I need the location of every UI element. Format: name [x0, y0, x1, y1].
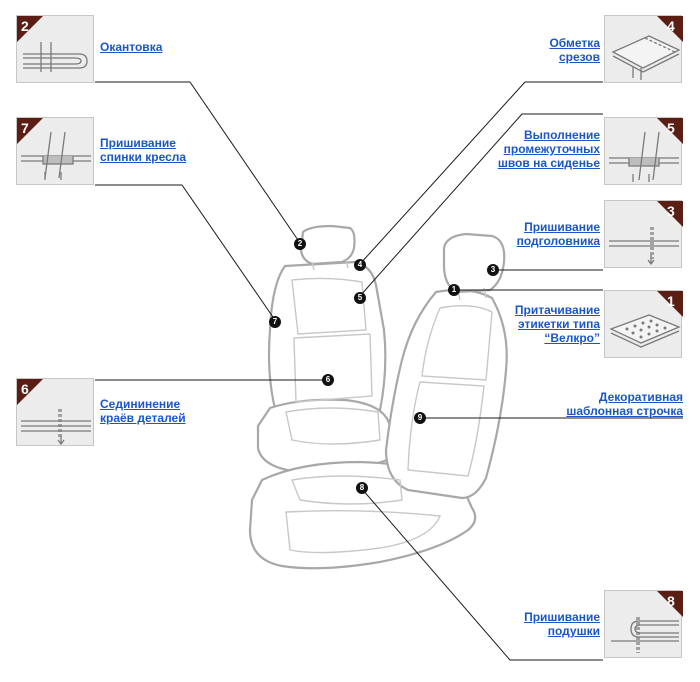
leader-5 — [359, 113, 603, 297]
card-number: 1 — [667, 293, 675, 309]
label-velcro-label[interactable]: Притачивание этикетки типа “Велкро” — [514, 303, 600, 345]
card-number: 5 — [667, 120, 675, 136]
label-edge-binding[interactable]: Окантовка — [100, 40, 163, 54]
marker-9: 9 — [414, 412, 426, 424]
card-number: 6 — [21, 381, 29, 397]
cushion-sewing-icon — [611, 617, 679, 653]
label-headrest-sewing[interactable]: Пришивание подголовника — [516, 220, 600, 248]
leader-8 — [361, 488, 603, 661]
marker-7: 7 — [269, 316, 281, 328]
label-seat-back-sewing[interactable]: Пришивание спинки кресла — [100, 136, 187, 164]
label-cushion-sewing[interactable]: Пришивание подушки — [524, 610, 600, 638]
label-intermediate-seams[interactable]: Выполнение промежуточных швов на сиденье — [497, 128, 600, 170]
marker-6: 6 — [322, 374, 334, 386]
overlock-icon — [611, 35, 681, 80]
marker-5: 5 — [354, 292, 366, 304]
card-headrest-sewing: 3 — [604, 200, 683, 268]
marker-4: 4 — [354, 259, 366, 271]
edge-binding-icon — [23, 42, 88, 72]
intermediate-seams-icon — [609, 131, 679, 182]
label-decorative-stitch[interactable]: Декоративная шаблонная строчка — [566, 390, 683, 418]
card-number: 3 — [667, 203, 675, 219]
card-cushion-sewing: 8 — [604, 590, 683, 658]
card-overlock: 4 — [604, 15, 683, 83]
label-overlock[interactable]: Обметка срезов — [549, 36, 600, 64]
marker-3: 3 — [487, 264, 499, 276]
card-intermediate-seams: 5 — [604, 117, 683, 185]
leader-7 — [95, 184, 276, 321]
marker-8: 8 — [356, 482, 368, 494]
card-edge-binding: 2 — [16, 15, 94, 83]
right-seat-back — [384, 288, 508, 500]
card-number: 7 — [21, 120, 29, 136]
card-edge-joining: 6 — [16, 378, 94, 446]
seat-back-sewing-icon — [21, 131, 91, 180]
card-number: 2 — [21, 18, 29, 34]
edge-joining-icon — [21, 409, 91, 446]
leader-2 — [95, 81, 301, 244]
marker-2: 2 — [294, 238, 306, 250]
card-velcro-label: 1 — [604, 290, 683, 358]
marker-1: 1 — [448, 284, 460, 296]
card-seat-back-sewing: 7 — [16, 117, 94, 185]
velcro-label-icon — [609, 314, 681, 348]
label-edge-joining[interactable]: Седининение краёв деталей — [100, 397, 186, 425]
left-seat-headrest — [299, 224, 356, 266]
headrest-sewing-icon — [609, 227, 679, 266]
leader-4 — [359, 81, 603, 265]
card-number: 4 — [667, 18, 675, 34]
card-number: 8 — [667, 593, 675, 609]
